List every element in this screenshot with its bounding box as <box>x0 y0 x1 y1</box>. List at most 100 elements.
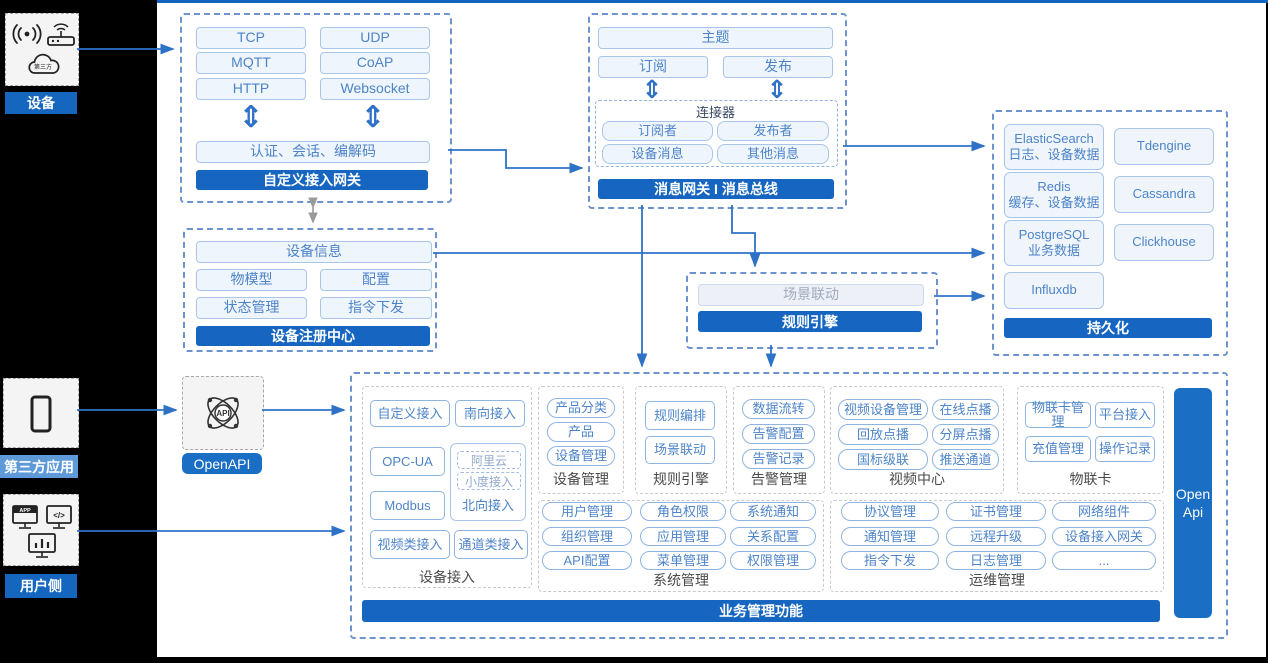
db-name: Tdengine <box>1136 138 1192 154</box>
scene-linkage-pill: 场景联动 <box>698 284 924 306</box>
device-message-pill: 设备消息 <box>602 144 713 164</box>
pill: 操作记录 <box>1095 436 1155 462</box>
pill: 应用管理 <box>640 527 726 546</box>
custom-gateway-title-bar: 自定义接入网关 <box>196 170 428 190</box>
message-gateway-title-bar: 消息网关 I 消息总线 <box>598 179 834 199</box>
db-desc: 缓存、设备数据 <box>1008 195 1100 210</box>
db-name: Redis <box>1037 178 1071 194</box>
group-video-center: 视频中心 <box>830 386 1004 494</box>
pill: 网络组件 <box>1052 502 1156 521</box>
pill: 产品 <box>547 422 615 442</box>
group-label: 告警管理 <box>751 471 807 487</box>
db-elasticsearch: ElasticSearch 日志、设备数据 <box>1004 124 1104 170</box>
device-registry-title-bar: 设备注册中心 <box>196 326 430 346</box>
app-window-icon: APP <box>12 505 38 529</box>
pill: 用户管理 <box>542 502 632 521</box>
topic-pill: 主题 <box>598 27 833 49</box>
pill: 告警配置 <box>742 424 815 444</box>
phone-icon <box>30 395 52 433</box>
db-name: PostgreSQL <box>1018 226 1090 242</box>
bar-chart-icon <box>28 533 56 558</box>
pill: 指令下发 <box>841 551 939 570</box>
session-pill: 认证、会话、编解码 <box>196 141 430 163</box>
svg-text:APP: APP <box>19 508 31 514</box>
pill: ... <box>1052 551 1156 570</box>
pill: 在线点播 <box>932 399 999 420</box>
pill-modbus: Modbus <box>370 491 445 520</box>
group-label: 设备接入 <box>419 569 475 585</box>
subscribe-pill: 订阅 <box>598 56 708 78</box>
pill-video-access: 视频类接入 <box>370 530 450 559</box>
protocol-pill-tcp: TCP <box>196 27 306 49</box>
pill: 分屏点播 <box>932 424 999 445</box>
pill: 设备管理 <box>547 446 615 466</box>
db-name: Clickhouse <box>1132 234 1196 250</box>
group-label: 物联卡 <box>1069 471 1112 487</box>
persistence-title-bar: 持久化 <box>1004 318 1212 338</box>
north-access-label: 北向接入 <box>461 498 514 513</box>
pill: 产品分类 <box>547 398 615 418</box>
pill-aliyun: 阿里云 <box>457 451 521 469</box>
connector-title: 连接器 <box>695 105 735 120</box>
group-system-mgmt: 系统管理 <box>538 500 824 592</box>
pill: 规则编排 <box>645 401 715 430</box>
group-rule-engine: 规则引擎 <box>635 386 727 494</box>
protocol-pill-mqtt: MQTT <box>196 52 306 74</box>
group-device-mgmt: 设备管理 <box>538 386 624 494</box>
pill: 场景联动 <box>645 436 715 464</box>
pill-opc-ua: OPC-UA <box>370 447 445 476</box>
pill: 菜单管理 <box>640 551 726 570</box>
group-label: 系统管理 <box>653 572 709 588</box>
db-name: Cassandra <box>1132 186 1196 202</box>
db-desc: 业务数据 <box>1027 243 1080 258</box>
third-party-label: 第三方应用 <box>0 455 78 478</box>
group-label: 设备管理 <box>553 471 609 487</box>
subscriber-pill: 订阅者 <box>602 121 713 141</box>
openapi-label: OpenAPI <box>182 453 262 474</box>
pill: 物联卡管理 <box>1025 401 1091 428</box>
pill: 证书管理 <box>946 502 1046 521</box>
state-mgmt-pill: 状态管理 <box>196 297 307 319</box>
pill: 平台接入 <box>1095 402 1155 428</box>
double-arrow-icon: ⇕ <box>766 76 788 104</box>
protocol-pill-http: HTTP <box>196 78 306 100</box>
svg-text:API: API <box>216 409 229 418</box>
pill: 国标级联 <box>838 449 928 470</box>
pill: 回放点播 <box>838 424 928 445</box>
publish-pill: 发布 <box>723 56 833 78</box>
pill: 角色权限 <box>640 502 726 521</box>
double-arrow-icon: ⇕ <box>641 76 663 104</box>
pill: 日志管理 <box>946 551 1046 570</box>
top-accent-border <box>157 0 1268 3</box>
pill-channel-access: 通道类接入 <box>454 530 528 559</box>
api-atom-icon: API <box>207 397 239 429</box>
db-redis: Redis 缓存、设备数据 <box>1004 172 1104 218</box>
group-ops-mgmt: 运维管理 <box>830 500 1164 592</box>
pill: API配置 <box>542 551 632 570</box>
db-influxdb: Influxdb <box>1004 272 1104 309</box>
db-name: Influxdb <box>1031 282 1077 298</box>
user-side-icon-box: APP </> <box>3 494 79 566</box>
double-arrow-icon: ⇕ <box>360 101 386 134</box>
pill: 视频设备管理 <box>838 399 928 420</box>
thing-model-pill: 物模型 <box>196 269 307 291</box>
pill: 设备接入网关 <box>1052 527 1156 546</box>
protocol-pill-websocket: Websocket <box>320 78 430 100</box>
pill: 远程升级 <box>946 527 1046 546</box>
group-iot-card: 物联卡 <box>1017 386 1164 494</box>
pill: 通知管理 <box>841 527 939 546</box>
db-desc: 日志、设备数据 <box>1008 147 1100 162</box>
db-tdengine: Tdengine <box>1114 128 1214 165</box>
group-device-access: 设备接入 <box>362 386 532 588</box>
db-cassandra: Cassandra <box>1114 176 1214 213</box>
user-side-label: 用户侧 <box>5 574 77 598</box>
arrow-message-to-rule <box>731 205 761 268</box>
command-pill: 指令下发 <box>320 297 432 319</box>
pill: 数据流转 <box>742 399 815 419</box>
db-postgresql: PostgreSQL 业务数据 <box>1004 220 1104 266</box>
device-info-pill: 设备信息 <box>196 241 432 263</box>
publisher-pill: 发布者 <box>717 121 829 141</box>
device-label: 设备 <box>5 92 77 114</box>
rule-engine-title-bar: 规则引擎 <box>698 311 922 332</box>
